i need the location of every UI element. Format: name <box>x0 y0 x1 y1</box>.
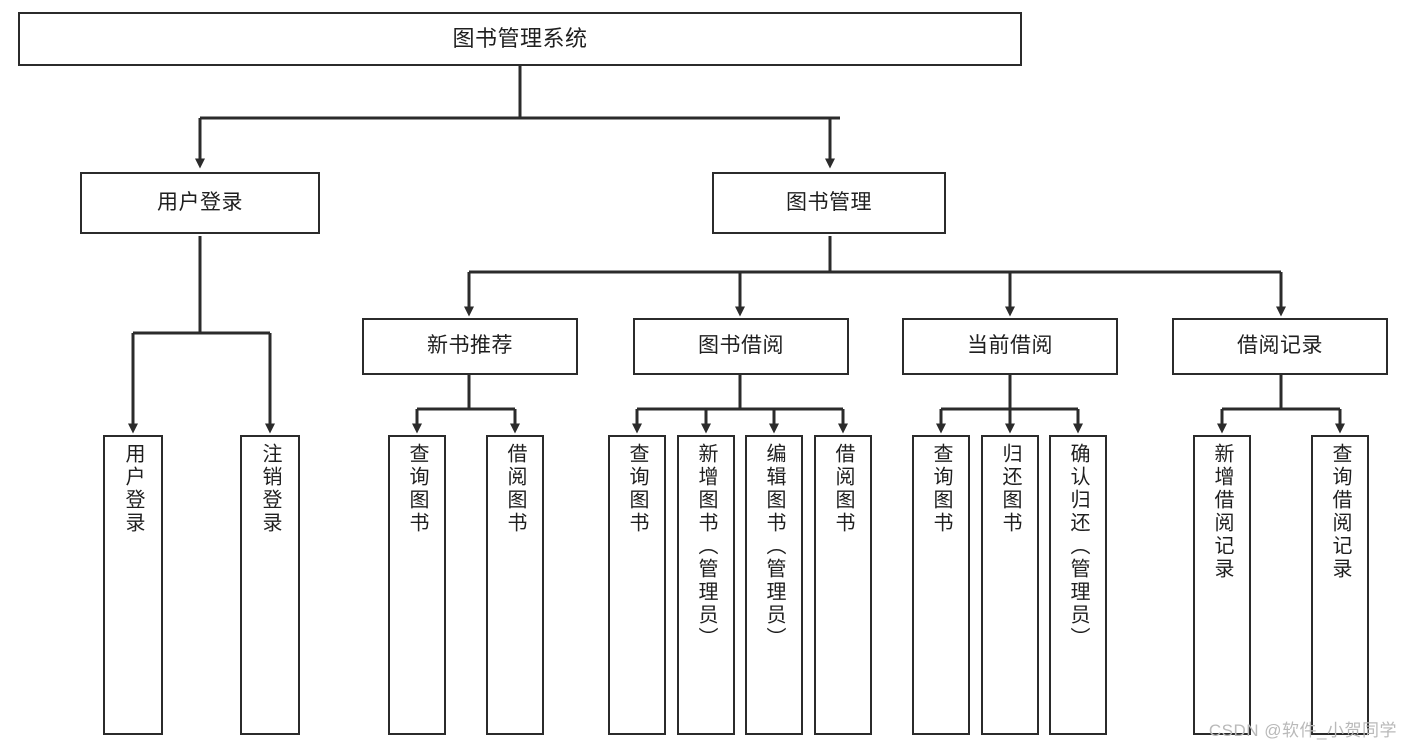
node-current-borrow-label: 当前借阅 <box>967 334 1053 358</box>
node-book-manage[interactable]: 图书管理 <box>712 172 946 234</box>
node-user-login-label: 用户登录 <box>157 190 243 214</box>
node-borrow-record[interactable]: 借阅记录 <box>1172 318 1388 375</box>
leaf-current-borrow-query[interactable]: 查询图书 <box>912 435 970 735</box>
csdn-watermark: CSDN @软件_小贺同学 <box>1208 721 1397 740</box>
leaf-current-borrow-confirm[interactable]: 确认归还（管理员） <box>1049 435 1107 735</box>
node-new-book-recommend[interactable]: 新书推荐 <box>362 318 578 375</box>
node-root[interactable]: 图书管理系统 <box>18 12 1022 66</box>
node-borrow-record-label: 借阅记录 <box>1237 334 1323 358</box>
node-current-borrow[interactable]: 当前借阅 <box>902 318 1118 375</box>
node-book-manage-label: 图书管理 <box>786 190 872 214</box>
leaf-current-borrow-return[interactable]: 归还图书 <box>981 435 1039 735</box>
node-book-borrow-label: 图书借阅 <box>698 334 784 358</box>
leaf-user-login-logout[interactable]: 注销登录 <box>240 435 300 735</box>
node-new-book-recommend-label: 新书推荐 <box>427 334 513 358</box>
leaf-book-borrow-edit-label: 编辑图书（管理员） <box>763 443 785 650</box>
leaf-borrow-record-query[interactable]: 查询借阅记录 <box>1311 435 1369 735</box>
leaf-borrow-record-query-label: 查询借阅记录 <box>1329 443 1351 581</box>
node-book-borrow[interactable]: 图书借阅 <box>633 318 849 375</box>
leaf-book-borrow-add[interactable]: 新增图书（管理员） <box>677 435 735 735</box>
node-root-label: 图书管理系统 <box>452 26 588 52</box>
leaf-user-login-login-label: 用户登录 <box>122 443 144 535</box>
leaf-new-book-borrow-label: 借阅图书 <box>504 443 526 535</box>
leaf-book-borrow-query[interactable]: 查询图书 <box>608 435 666 735</box>
leaf-user-login-logout-label: 注销登录 <box>259 443 281 535</box>
leaf-book-borrow-borrow-label: 借阅图书 <box>832 443 854 535</box>
leaf-book-borrow-query-label: 查询图书 <box>626 443 648 535</box>
leaf-new-book-borrow[interactable]: 借阅图书 <box>486 435 544 735</box>
leaf-new-book-query[interactable]: 查询图书 <box>388 435 446 735</box>
leaf-book-borrow-edit[interactable]: 编辑图书（管理员） <box>745 435 803 735</box>
leaf-current-borrow-query-label: 查询图书 <box>930 443 952 535</box>
leaf-user-login-login[interactable]: 用户登录 <box>103 435 163 735</box>
leaf-borrow-record-add-label: 新增借阅记录 <box>1211 443 1233 581</box>
node-user-login[interactable]: 用户登录 <box>80 172 320 234</box>
leaf-current-borrow-return-label: 归还图书 <box>999 443 1021 535</box>
leaf-book-borrow-borrow[interactable]: 借阅图书 <box>814 435 872 735</box>
leaf-new-book-query-label: 查询图书 <box>406 443 428 535</box>
leaf-current-borrow-confirm-label: 确认归还（管理员） <box>1067 443 1089 650</box>
leaf-book-borrow-add-label: 新增图书（管理员） <box>695 443 717 650</box>
leaf-borrow-record-add[interactable]: 新增借阅记录 <box>1193 435 1251 735</box>
